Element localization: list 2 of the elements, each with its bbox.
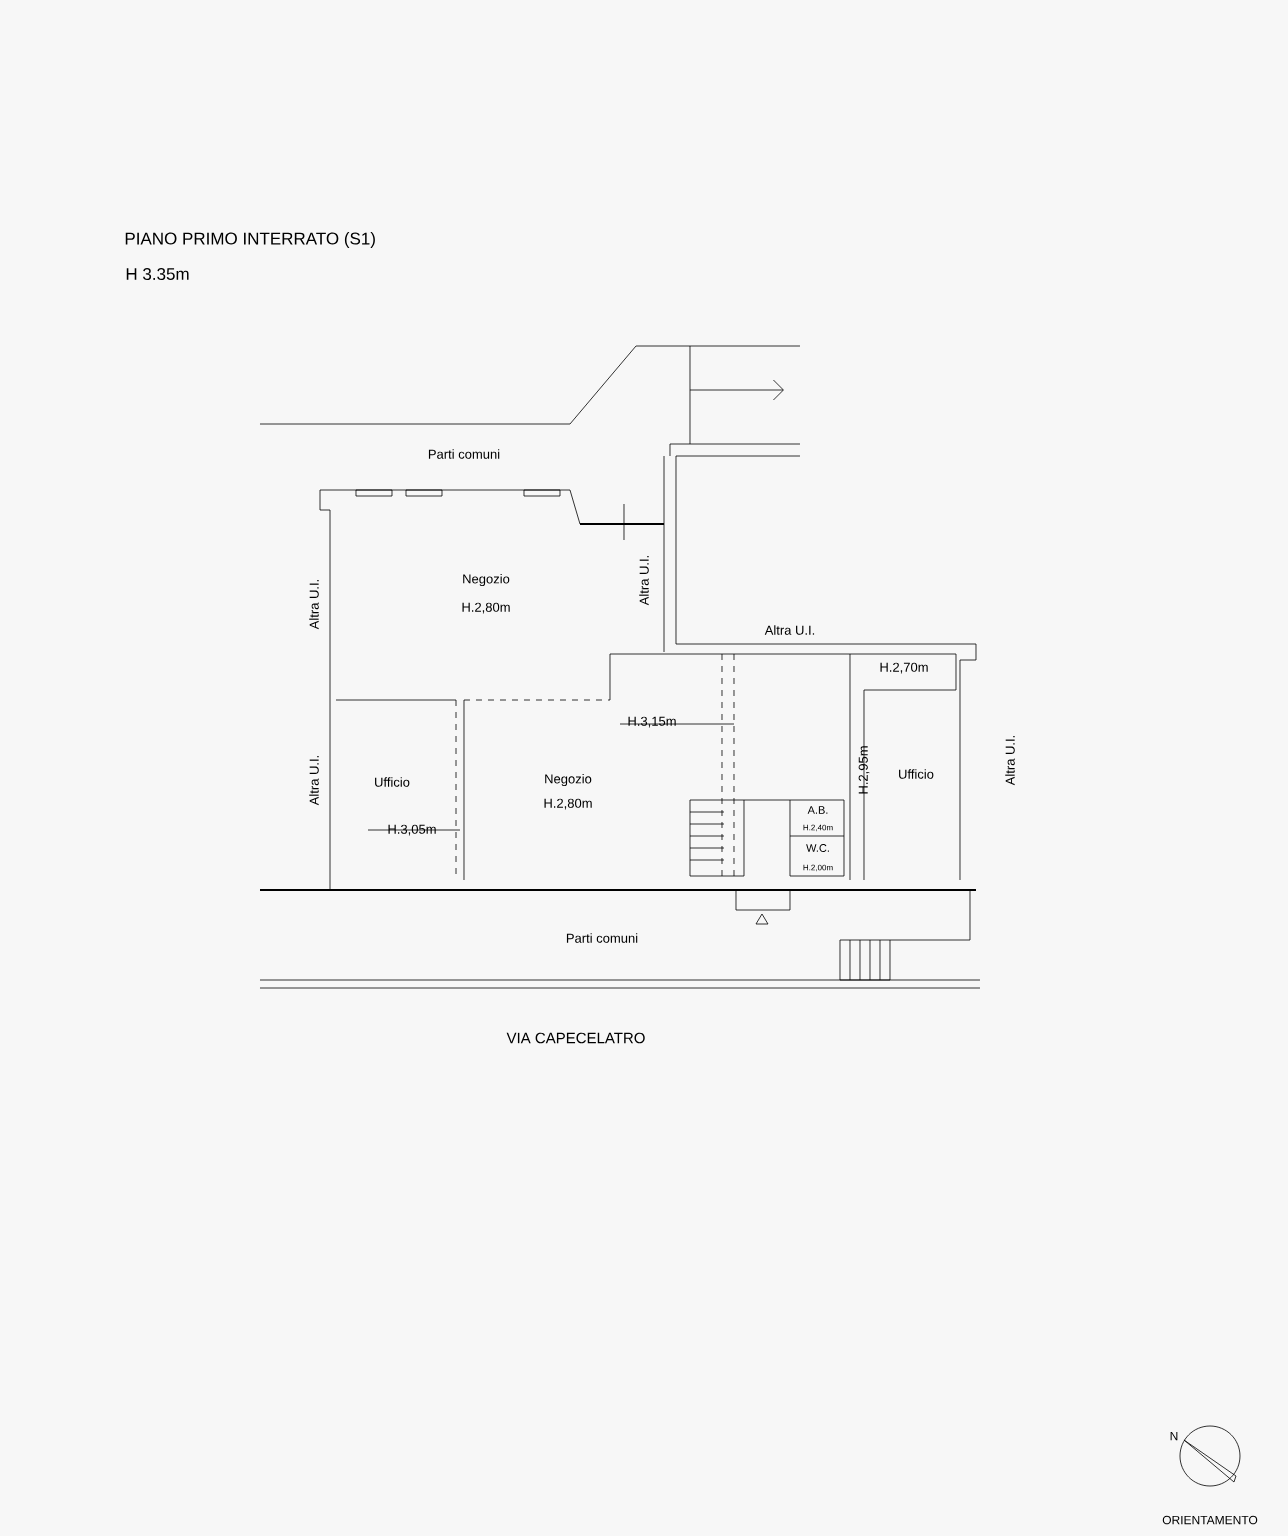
title: PIANO PRIMO INTERRATO (S1): [125, 232, 375, 248]
height-label: H 3.35m: [126, 268, 189, 280]
